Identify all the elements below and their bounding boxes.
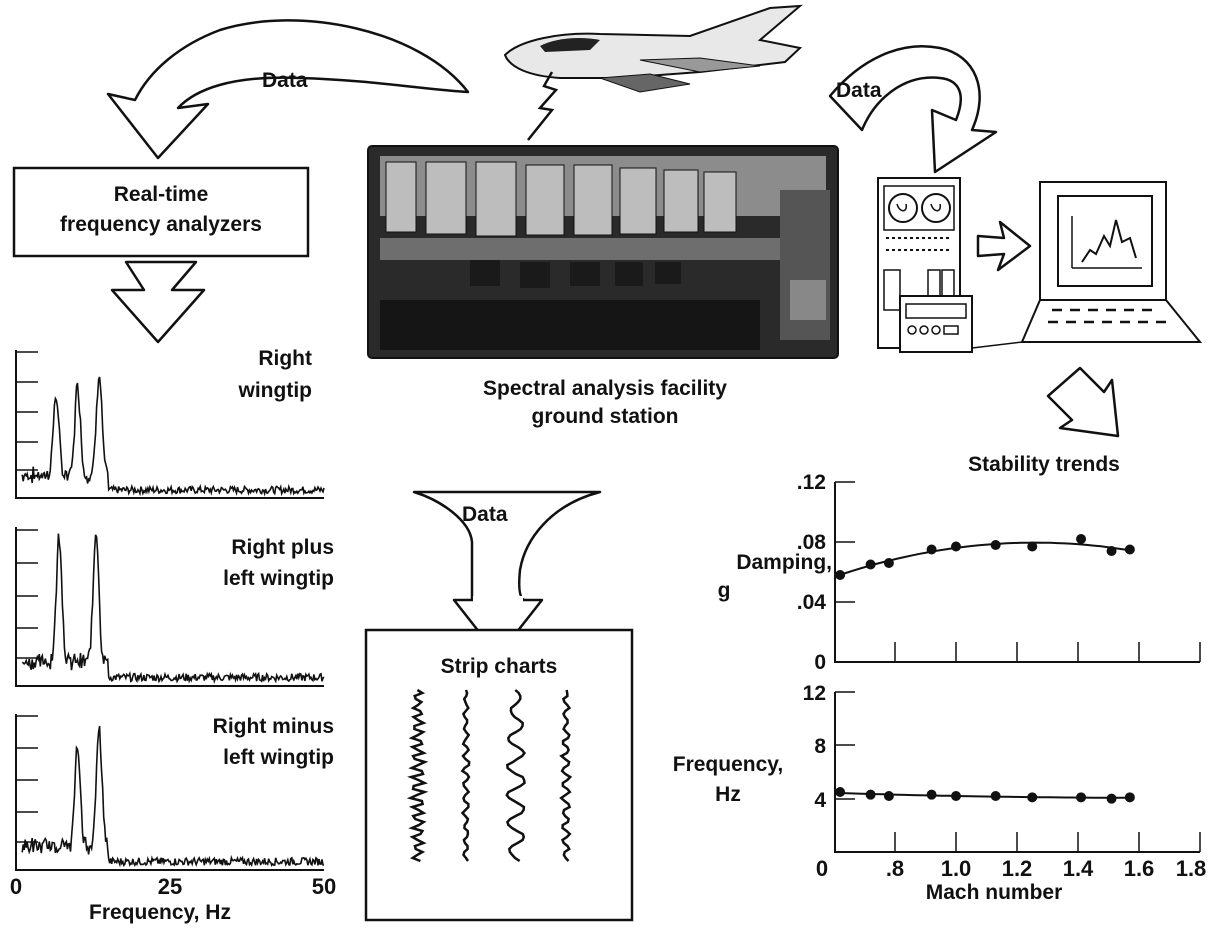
data-arrow-right-label: Data <box>836 79 882 102</box>
mach-tick-18: 1.8 <box>1175 856 1207 881</box>
arrow-to-spectra <box>110 260 206 344</box>
freq-y-tick-4: 4 <box>814 789 826 812</box>
frequency-label-line2: Hz <box>715 783 741 806</box>
damping-point <box>1106 546 1117 556</box>
damping-point <box>835 570 846 580</box>
aircraft-icon <box>503 4 803 93</box>
spectrum-x-tick-25: 25 <box>157 874 183 899</box>
strip-chart-trace-3 <box>505 689 526 863</box>
frequency-point <box>951 791 961 801</box>
spectrum-1-trace <box>21 376 325 497</box>
strip-chart-trace-4 <box>559 689 573 862</box>
frequency-point <box>1106 793 1117 804</box>
arrow-to-stability <box>1046 366 1120 438</box>
mach-tick-16: 1.6 <box>1123 856 1155 881</box>
spectrum-x-axis-label: Frequency, Hz <box>89 901 231 924</box>
data-arrow-middle <box>412 490 602 602</box>
strip-chart-box <box>364 628 634 922</box>
spectrum-2-title-line1: Right plus <box>231 536 334 559</box>
mach-axis-label: Mach number <box>925 881 1063 904</box>
analyzer-box-line2: frequency analyzers <box>60 213 262 236</box>
damping-y-tick-012: .12 <box>796 471 826 494</box>
strip-chart-trace-1 <box>406 688 429 863</box>
damping-point <box>926 544 937 555</box>
damping-label-line2: g <box>717 579 731 602</box>
strip-chart-trace-2 <box>460 689 471 862</box>
damping-point <box>1076 534 1087 544</box>
spectrum-1-title-line2: wingtip <box>238 379 312 402</box>
tape-recorder-icon <box>877 177 973 353</box>
damping-label-line1: Damping, <box>736 551 832 574</box>
telemetry-bolt <box>527 71 559 141</box>
spectrum-x-tick-50: 50 <box>311 874 337 899</box>
frequency-trend-line <box>840 792 1130 799</box>
damping-y-tick-004: .04 <box>796 591 826 614</box>
damping-trend-line <box>839 541 1130 576</box>
analyzer-box <box>12 166 310 258</box>
damping-point <box>951 541 961 552</box>
spectrum-3-trace <box>21 725 325 868</box>
analyzer-box-line1: Real-time <box>113 183 209 206</box>
facility-caption-line2: ground station <box>531 405 679 428</box>
spectrum-1-title-line1: Right <box>258 347 312 370</box>
arrow-to-computer <box>976 220 1032 272</box>
frequency-point <box>865 789 876 800</box>
computer-icon <box>971 181 1203 349</box>
frequency-point <box>835 787 846 797</box>
data-arrow-top <box>106 19 470 160</box>
freq-y-tick-8: 8 <box>814 735 826 758</box>
mach-tick-0: 0 <box>815 856 829 881</box>
frequency-point <box>1027 792 1038 803</box>
frequency-point <box>990 791 1001 801</box>
facility-caption-line1: Spectral analysis facility <box>483 377 727 400</box>
spectrum-2-title-line2: left wingtip <box>223 567 334 590</box>
mach-tick-10: 1.0 <box>940 856 972 881</box>
data-arrow-top-label: Data <box>262 69 308 92</box>
damping-y-tick-008: .08 <box>796 531 826 554</box>
frequency-point <box>1124 792 1135 803</box>
data-arrow-middle-label: Data <box>462 503 508 526</box>
mach-tick-08: .8 <box>885 856 905 881</box>
frequency-label-line1: Frequency, <box>672 753 784 776</box>
frequency-point <box>1076 792 1087 803</box>
frequency-point <box>926 789 937 800</box>
damping-point <box>1027 541 1038 552</box>
spectrum-3-title-line1: Right minus <box>212 715 334 738</box>
ground-station-photo <box>367 145 839 359</box>
damping-point <box>865 559 876 570</box>
damping-point <box>883 558 894 568</box>
strip-chart-title: Strip charts <box>440 655 558 678</box>
mach-tick-14: 1.4 <box>1062 856 1094 881</box>
spectrum-frames <box>15 350 324 871</box>
stability-title: Stability trends <box>968 453 1120 476</box>
damping-point <box>990 540 1001 550</box>
damping-y-tick-0: 0 <box>814 651 826 674</box>
damping-point <box>1124 544 1135 555</box>
data-arrow-right <box>828 45 998 174</box>
frequency-point <box>883 791 894 801</box>
mach-tick-12: 1.2 <box>1001 856 1033 881</box>
spectrum-x-tick-0: 0 <box>9 874 23 899</box>
spectrum-3-title-line2: left wingtip <box>223 746 334 769</box>
freq-y-tick-12: 12 <box>802 682 826 705</box>
spectrum-2-trace <box>21 533 325 685</box>
